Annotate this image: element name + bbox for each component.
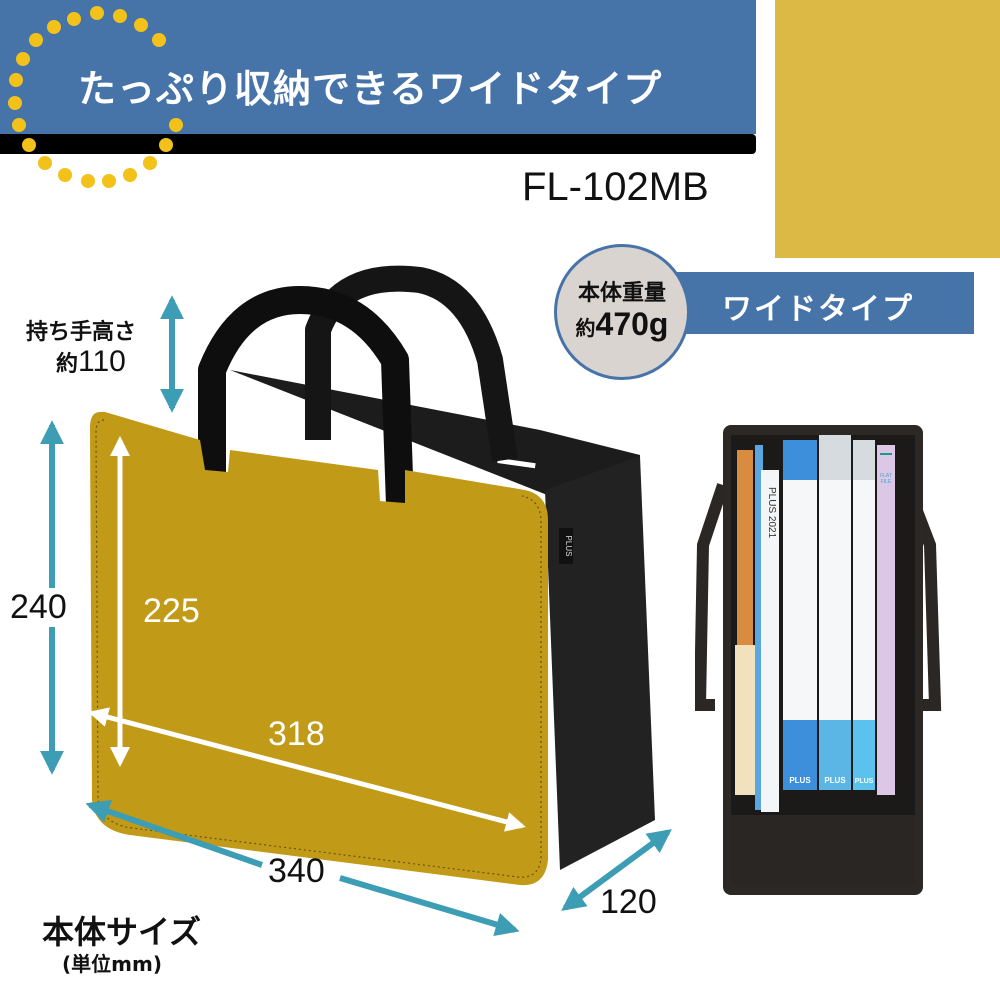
header-banner bbox=[0, 0, 756, 134]
product-photo-filled: PLUS 2021 PLUS PLUS PLUS FLAT FILE bbox=[695, 425, 942, 895]
brand-tag: PLUS bbox=[564, 536, 573, 557]
svg-text:FILE: FILE bbox=[881, 479, 892, 485]
header-underline bbox=[0, 134, 756, 154]
svg-text:PLUS: PLUS bbox=[855, 778, 874, 785]
outer-width-value: 340 bbox=[268, 852, 325, 890]
size-caption-unit: (単位mm) bbox=[62, 952, 162, 976]
svg-text:PLUS: PLUS bbox=[824, 776, 846, 785]
handle-height-label: 持ち手高さ bbox=[26, 320, 137, 345]
type-tag-label: ワイドタイプ bbox=[722, 292, 914, 327]
size-caption-title: 本体サイズ bbox=[42, 913, 202, 951]
handle-height-value: 約110 bbox=[56, 345, 126, 378]
type-tag bbox=[660, 272, 974, 334]
catalog-spine: PLUS 2021 bbox=[766, 487, 777, 539]
outer-height-value: 240 bbox=[10, 588, 67, 627]
color-swatch bbox=[775, 0, 1000, 258]
weight-value: 約470g bbox=[575, 305, 669, 342]
inner-height-value: 225 bbox=[143, 592, 200, 630]
page-title: たっぷり収納できるワイドタイプ bbox=[78, 67, 663, 111]
weight-badge: 本体重量 約470g bbox=[554, 244, 690, 380]
svg-text:FLAT: FLAT bbox=[880, 473, 892, 479]
weight-label: 本体重量 bbox=[577, 281, 666, 307]
depth-value: 120 bbox=[600, 883, 657, 921]
svg-text:PLUS: PLUS bbox=[789, 776, 811, 785]
model-number: FL-102MB bbox=[522, 165, 709, 209]
inner-width-value: 318 bbox=[268, 715, 325, 753]
